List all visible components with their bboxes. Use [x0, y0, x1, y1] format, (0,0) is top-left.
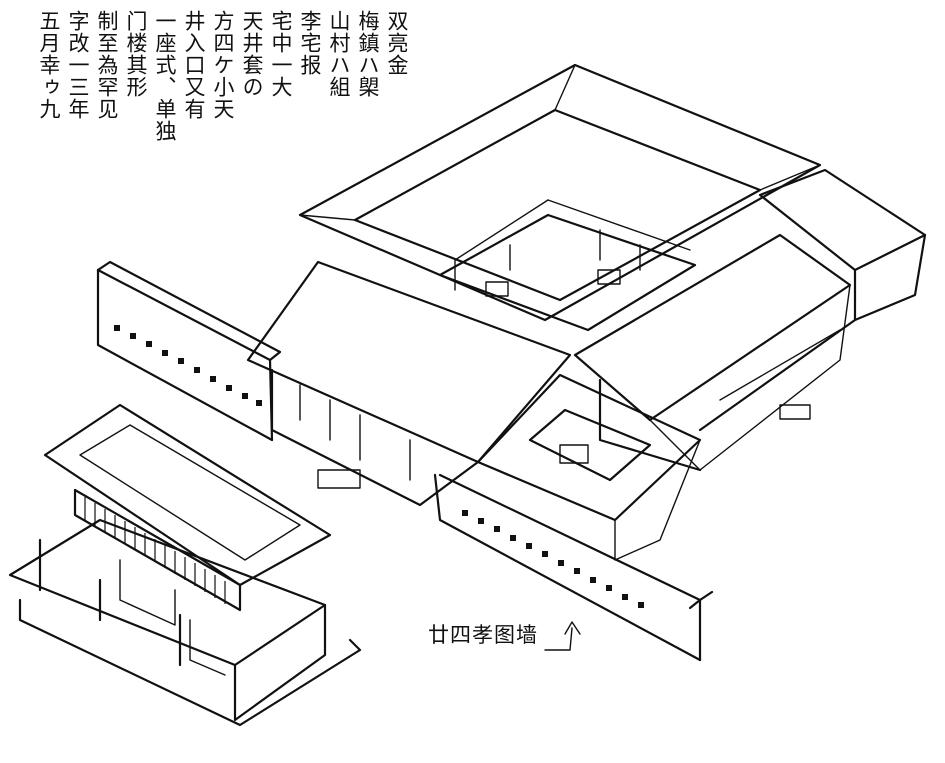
note-column: 宅中一大	[269, 10, 293, 98]
main-hall	[246, 260, 572, 507]
label-pointer	[544, 621, 581, 651]
note-column: 方四ケ小天	[211, 10, 235, 120]
front-wall	[433, 473, 714, 662]
gate-house-railing	[84, 497, 226, 604]
left-wall	[96, 260, 282, 442]
rear-roof	[298, 63, 822, 322]
front-court	[476, 373, 702, 561]
wall-label: 廿四孝图墙	[428, 623, 538, 647]
note-column: 字改一三年	[66, 10, 90, 120]
note-column: 天井套の	[240, 10, 264, 98]
front-wall-windows	[462, 510, 644, 608]
note-column: 山村ハ組	[327, 10, 351, 98]
gate-house	[8, 403, 362, 727]
handwritten-note: 双亮金 梅鎮ハ㮾 山村ハ組 李宅报 宅中一大 天井套の 方四ケ小天 井入口又有 …	[36, 10, 409, 210]
courtyard	[438, 199, 697, 332]
note-column: 五月幸ゥ九	[37, 10, 61, 120]
note-column: 一座式、单独	[153, 10, 177, 142]
right-hall	[573, 233, 852, 472]
note-column: 门楼其形	[124, 10, 148, 98]
note-column: 井入口又有	[182, 10, 206, 120]
note-column: 李宅报	[298, 10, 322, 76]
note-column: 梅鎮ハ㮾	[356, 10, 380, 98]
right-range	[698, 168, 927, 432]
note-column: 制至為罕见	[95, 10, 119, 120]
note-column: 双亮金	[385, 10, 409, 76]
left-wall-windows	[114, 325, 262, 406]
